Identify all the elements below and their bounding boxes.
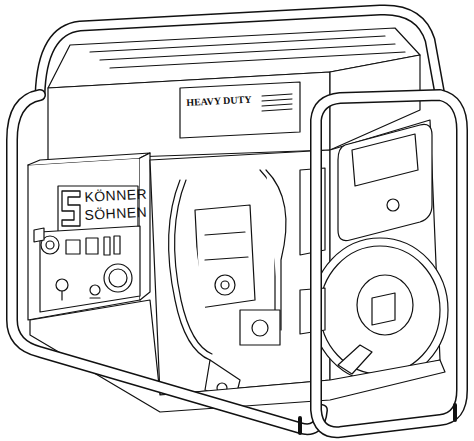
frame-tube (12, 95, 462, 433)
logo-mark (62, 191, 80, 226)
recoil-starter (312, 238, 448, 382)
engine-block (150, 120, 440, 395)
air-filter (338, 124, 432, 240)
brand-name: KÖNNER (84, 187, 148, 204)
control-panel (28, 153, 150, 320)
fuel-pump (169, 168, 325, 400)
vent-slots (262, 94, 292, 111)
panel-controls (34, 228, 132, 300)
base-plate (30, 300, 445, 412)
brand-name: SÖHNEN (84, 205, 148, 222)
